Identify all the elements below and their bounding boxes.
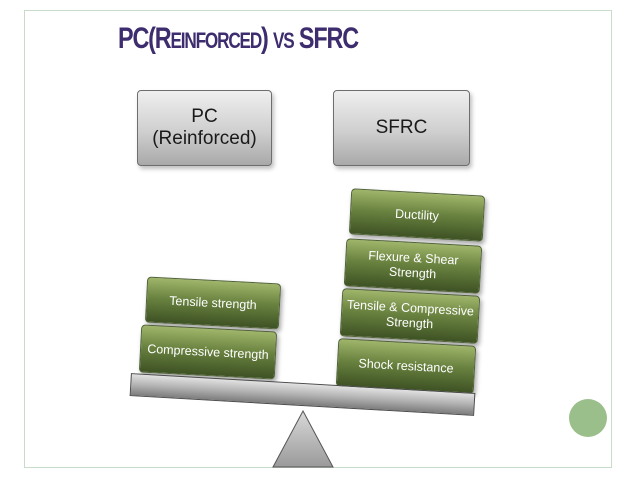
block-compressive-strength: Compressive strength — [138, 324, 278, 380]
decorative-circle — [569, 399, 607, 437]
fulcrum-triangle — [272, 410, 334, 468]
pc-label: PC — [191, 106, 218, 127]
reinforced-label: (Reinforced) — [152, 128, 257, 149]
sfrc-box: SFRC — [333, 90, 470, 166]
sfrc-label: SFRC — [375, 117, 428, 138]
pc-reinforced-box: PC (Reinforced) — [137, 90, 272, 166]
slide-title: PC(REINFORCED) VS SFRC — [118, 22, 359, 55]
block-flexure-shear-strength: Flexure & Shear Strength — [343, 238, 483, 294]
block-ductility: Ductility — [348, 188, 486, 242]
block-tensile-strength: Tensile strength — [144, 276, 282, 330]
block-tensile-compressive-strength: Tensile & Compressive Strength — [339, 288, 481, 344]
